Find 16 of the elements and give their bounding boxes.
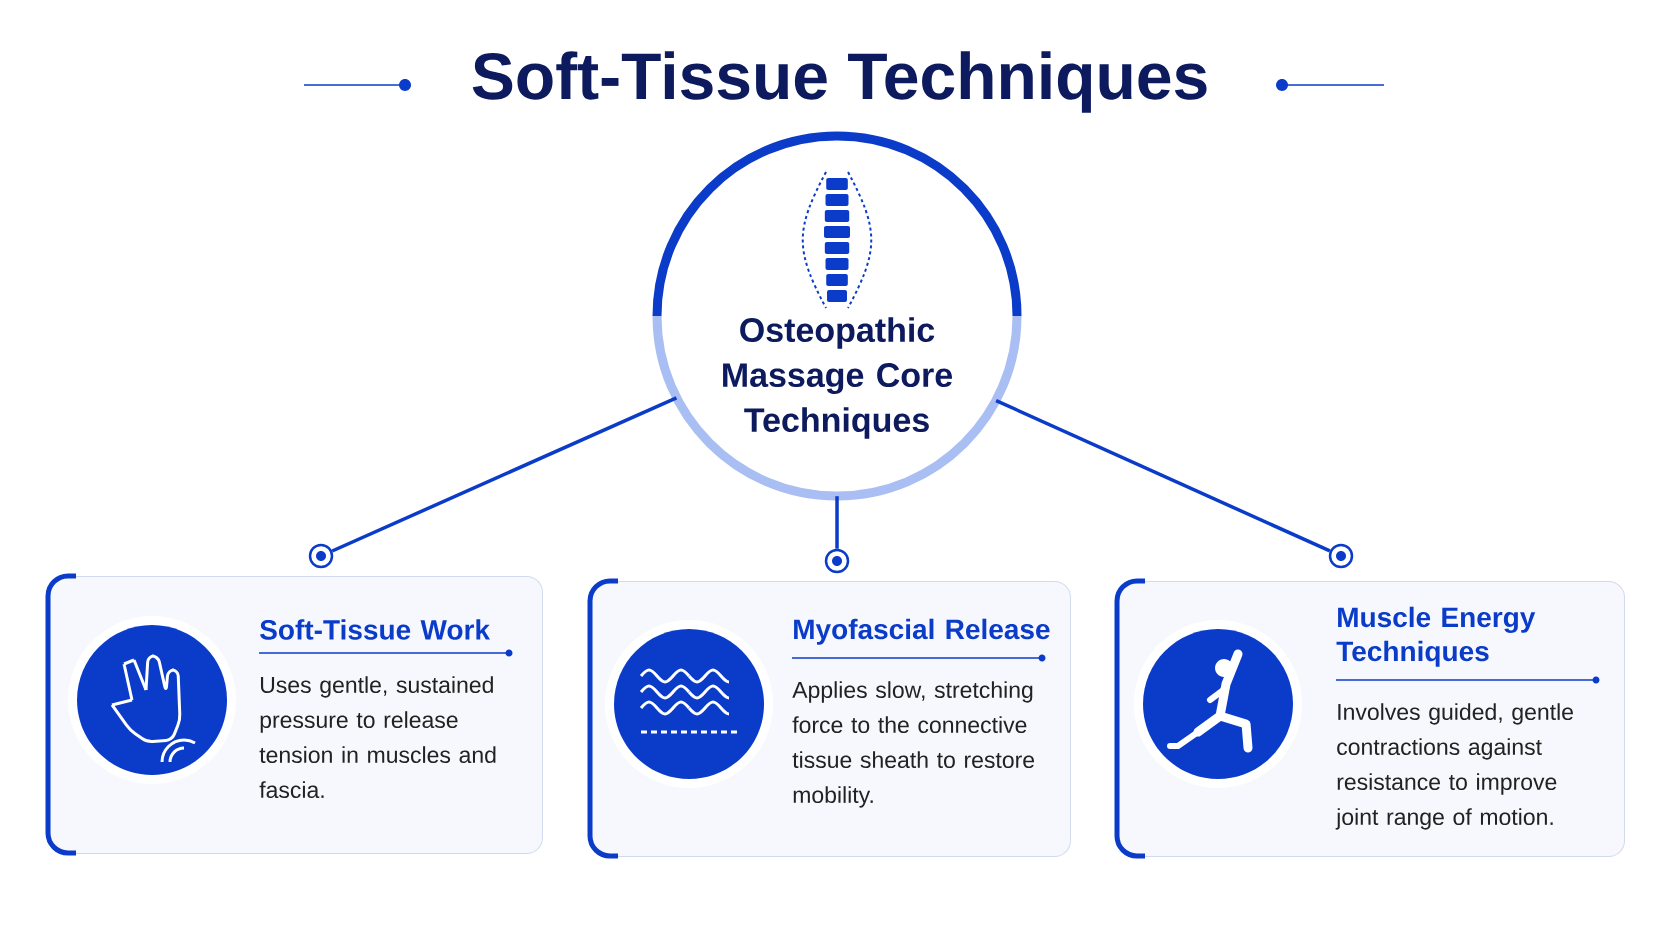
info-card xyxy=(1114,578,1625,859)
ring-marker xyxy=(308,543,334,569)
card-text: Applies slow, stretching force to the connective tissue sheath to restore mobility. xyxy=(792,681,1035,808)
card-text: Involves guided, gentle contractions against resistance to improve joint range of motion. xyxy=(1335,703,1573,830)
card-heading: Muscle Energy Techniques xyxy=(1336,606,1536,667)
info-card xyxy=(587,578,1071,859)
card-heading: Myofascial Release xyxy=(794,618,1050,645)
info-card xyxy=(45,573,543,856)
connector xyxy=(995,399,1331,553)
ring-marker xyxy=(1328,543,1354,569)
connector xyxy=(331,396,678,553)
connector xyxy=(835,496,839,549)
ring-marker xyxy=(824,548,850,574)
card-heading: Soft-Tissue Work xyxy=(260,619,491,640)
card-text: Uses gentle, sustained pressure to release tension in muscles and fascia. xyxy=(259,676,496,799)
title: Soft-Tissue Techniques xyxy=(472,51,1207,113)
